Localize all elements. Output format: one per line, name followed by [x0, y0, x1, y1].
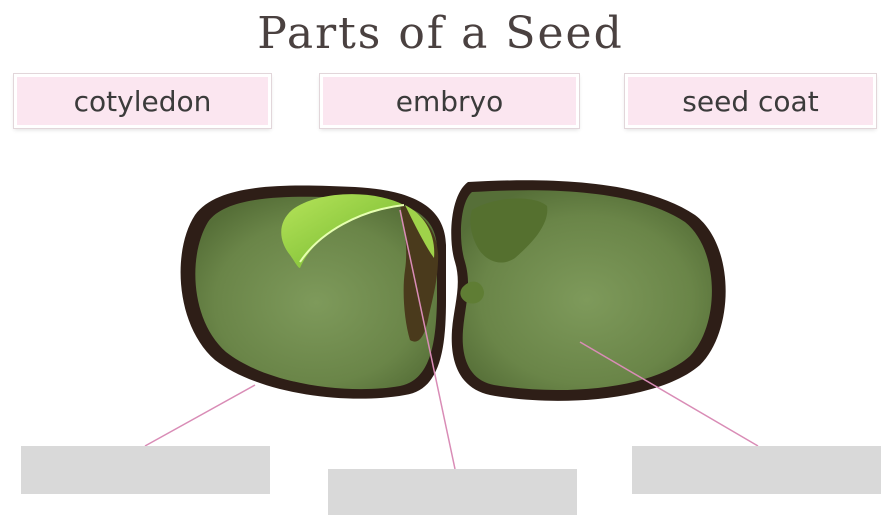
- answer-box-right[interactable]: [632, 446, 881, 494]
- answer-box-middle[interactable]: [328, 469, 577, 515]
- answer-box-left[interactable]: [21, 446, 270, 494]
- leader-line-left: [145, 385, 255, 446]
